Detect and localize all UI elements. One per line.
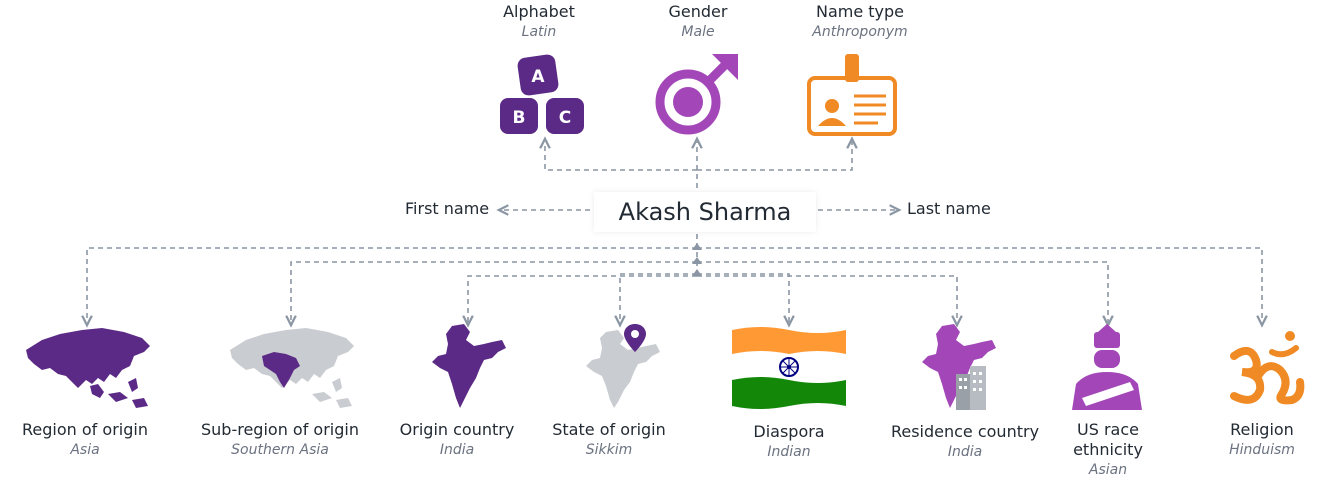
gender-attribute: Gender Male xyxy=(638,2,758,42)
sub-region-attribute: Sub-region of origin Southern Asia xyxy=(190,420,370,460)
us-race-label-line1: US race xyxy=(1077,420,1139,439)
first-name-label: First name xyxy=(405,199,490,218)
name-type-label: Name type xyxy=(815,2,905,21)
residence-country-value: India xyxy=(947,444,983,460)
connector-diaspora xyxy=(697,273,789,322)
region-of-origin-label: Region of origin xyxy=(22,420,148,439)
origin-country-attribute: Origin country India xyxy=(392,420,522,460)
alphabet-value: Latin xyxy=(521,24,557,40)
state-of-origin-value: Sikkim xyxy=(585,442,633,458)
connector-state xyxy=(620,273,697,322)
connector-alphabet xyxy=(545,142,697,171)
gender-label: Gender xyxy=(668,2,728,21)
sub-region-label: Sub-region of origin xyxy=(201,420,359,439)
letter-b: B xyxy=(513,108,526,128)
abc-blocks-icon: A B C xyxy=(500,54,584,134)
om-symbol-icon xyxy=(1230,331,1305,405)
name-type-value: Anthroponym xyxy=(812,24,908,40)
origin-country-value: India xyxy=(439,442,475,458)
connector-origin-country xyxy=(468,275,697,322)
origin-country-label: Origin country xyxy=(399,420,515,439)
connector-religion xyxy=(697,247,1262,322)
diaspora-attribute: Diaspora Indian xyxy=(724,422,854,462)
india-map-icon xyxy=(432,324,506,408)
letter-c: C xyxy=(559,108,571,128)
us-race-label-line2: ethnicity xyxy=(1073,440,1143,459)
id-badge-icon xyxy=(807,54,897,136)
state-of-origin-attribute: State of origin Sikkim xyxy=(544,420,674,460)
sub-region-value: Southern Asia xyxy=(231,442,329,458)
region-of-origin-value: Asia xyxy=(70,442,100,458)
person-with-hat-icon xyxy=(1072,324,1142,410)
religion-attribute: Religion Hinduism xyxy=(1212,420,1312,460)
residence-country-label: Residence country xyxy=(890,422,1040,441)
full-name: Akash Sharma xyxy=(618,198,792,226)
alphabet-attribute: Alphabet Latin xyxy=(479,2,599,42)
diaspora-label: Diaspora xyxy=(753,422,825,441)
religion-label: Religion xyxy=(1230,420,1294,439)
male-symbol-icon xyxy=(655,54,738,135)
diaspora-value: Indian xyxy=(767,444,811,460)
last-name-label: Last name xyxy=(907,199,991,218)
alphabet-label: Alphabet xyxy=(503,2,575,21)
connector-residence xyxy=(697,275,957,322)
asia-map-icon xyxy=(26,328,150,408)
connector-us-race xyxy=(697,261,1108,322)
religion-value: Hinduism xyxy=(1229,442,1295,458)
us-race-ethnicity-attribute: US race ethnicity Asian xyxy=(1058,420,1158,480)
connector-region xyxy=(87,247,697,322)
india-flag-icon xyxy=(732,327,846,409)
full-name-box: Akash Sharma xyxy=(594,192,816,232)
gender-value: Male xyxy=(681,24,715,40)
connector-name-type xyxy=(697,142,852,171)
state-of-origin-label: State of origin xyxy=(552,420,666,439)
us-race-ethnicity-value: Asian xyxy=(1088,462,1128,478)
southern-asia-map-icon xyxy=(230,328,354,408)
residence-country-attribute: Residence country India xyxy=(880,422,1050,462)
region-of-origin-attribute: Region of origin Asia xyxy=(10,420,160,460)
connector-subregion xyxy=(291,261,697,322)
letter-a: A xyxy=(531,67,545,87)
name-type-attribute: Name type Anthroponym xyxy=(792,2,928,42)
india-residence-map-icon xyxy=(922,324,996,410)
india-state-pin-icon xyxy=(586,324,660,408)
